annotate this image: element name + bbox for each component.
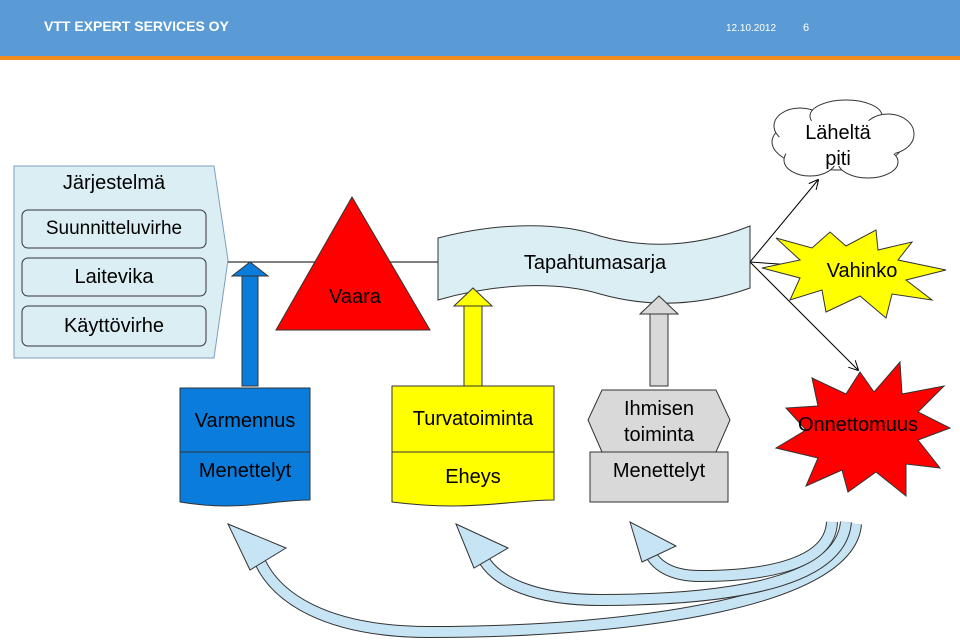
company-name: VTT EXPERT SERVICES OY [44, 18, 229, 34]
accident-label: Onnettomuus [797, 414, 919, 436]
barrier-human-label-line1: Ihmisen [623, 398, 695, 420]
damage-label: Vahinko [826, 260, 898, 282]
slide-header [0, 0, 960, 56]
barrier-human-label-line2: toiminta [623, 424, 695, 446]
feedback-arrow-large [226, 523, 862, 639]
connector-to-accident [749, 261, 858, 370]
hazard-triangle [275, 196, 431, 331]
barrier-integrity-label: Eheys [445, 466, 501, 488]
feedback-arrow-medium [455, 520, 852, 607]
system-item-design-error: Suunnitteluvirhe [45, 218, 183, 239]
barrier-verification-label: Varmennus [194, 410, 296, 432]
yellow-up-arrow [452, 287, 494, 387]
slide-date: 12.10.2012 [726, 23, 777, 34]
feedback-arrow-small [629, 521, 838, 583]
event-sequence-label: Tapahtumasarja [523, 252, 667, 274]
page-number: 6 [803, 22, 810, 34]
gray-up-arrow [638, 295, 680, 387]
barrier-human-procedures-label: Menettelyt [612, 460, 706, 482]
system-item-box-2 [21, 257, 207, 297]
system-item-box-3 [21, 305, 207, 347]
system-item-box-1 [21, 209, 207, 249]
hazard-label: Vaara [329, 286, 381, 308]
near-miss-label-line1: Läheltä [805, 122, 871, 144]
near-miss-cloud [771, 99, 915, 179]
event-sequence-flag [437, 225, 751, 304]
damage-star [761, 229, 947, 319]
accident-star [774, 360, 952, 498]
barrier-verification-box [179, 387, 311, 507]
barrier-safety-function-label: Turvatoiminta [412, 408, 534, 430]
barrier-human-action-box [587, 389, 731, 503]
barrier-safety-function-box [391, 385, 555, 507]
system-item-device-fault: Laitevika [74, 266, 154, 288]
barrier-verification-procedures-label: Menettelyt [198, 460, 292, 482]
header-accent-line [0, 56, 960, 60]
system-item-operating-error: Käyttövirhe [63, 315, 165, 337]
blue-up-arrow [230, 261, 270, 387]
connector-to-near-miss [749, 180, 818, 263]
near-miss-label-line2: piti [825, 148, 851, 170]
system-title: Järjestelmä [62, 172, 166, 194]
